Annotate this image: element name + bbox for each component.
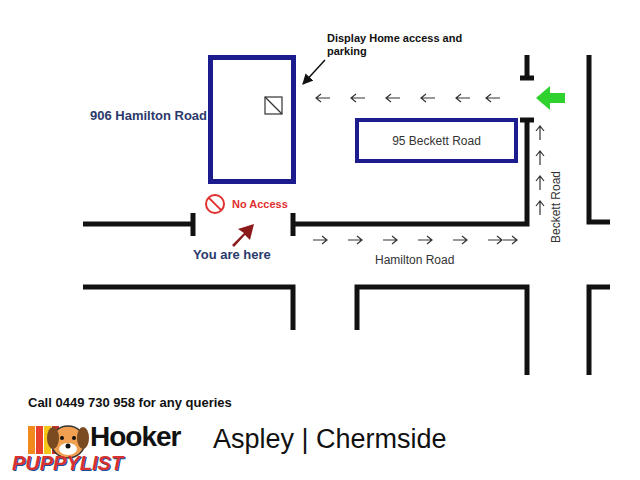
office-name: Aspley | Chermside (213, 424, 447, 455)
location-arrow (232, 224, 254, 247)
street-name: Hamilton Road (375, 253, 454, 267)
no-entry-symbol (206, 195, 224, 213)
lot-box: 906 Hamilton Road (208, 55, 296, 184)
traffic-arrows (313, 94, 544, 244)
leader-line (303, 60, 325, 84)
location-label: You are here (193, 247, 271, 262)
street-name: Beckett Road (549, 171, 563, 243)
brand-name: Hooker (90, 421, 180, 453)
warning-label: No Access (232, 198, 288, 210)
road-lines (83, 55, 610, 375)
contact-note: Call 0449 730 958 for any queries (28, 395, 232, 410)
lot-name: 95 Beckett Road (359, 134, 514, 148)
parking-symbol (265, 97, 282, 114)
callout-note: Display Home access and parking (327, 32, 467, 58)
entry-arrow (536, 86, 565, 110)
watermark: PUPPYLIST (12, 452, 123, 475)
lot-label: 906 Hamilton Road (90, 108, 207, 123)
lot-box: 95 Beckett Road (355, 118, 518, 163)
